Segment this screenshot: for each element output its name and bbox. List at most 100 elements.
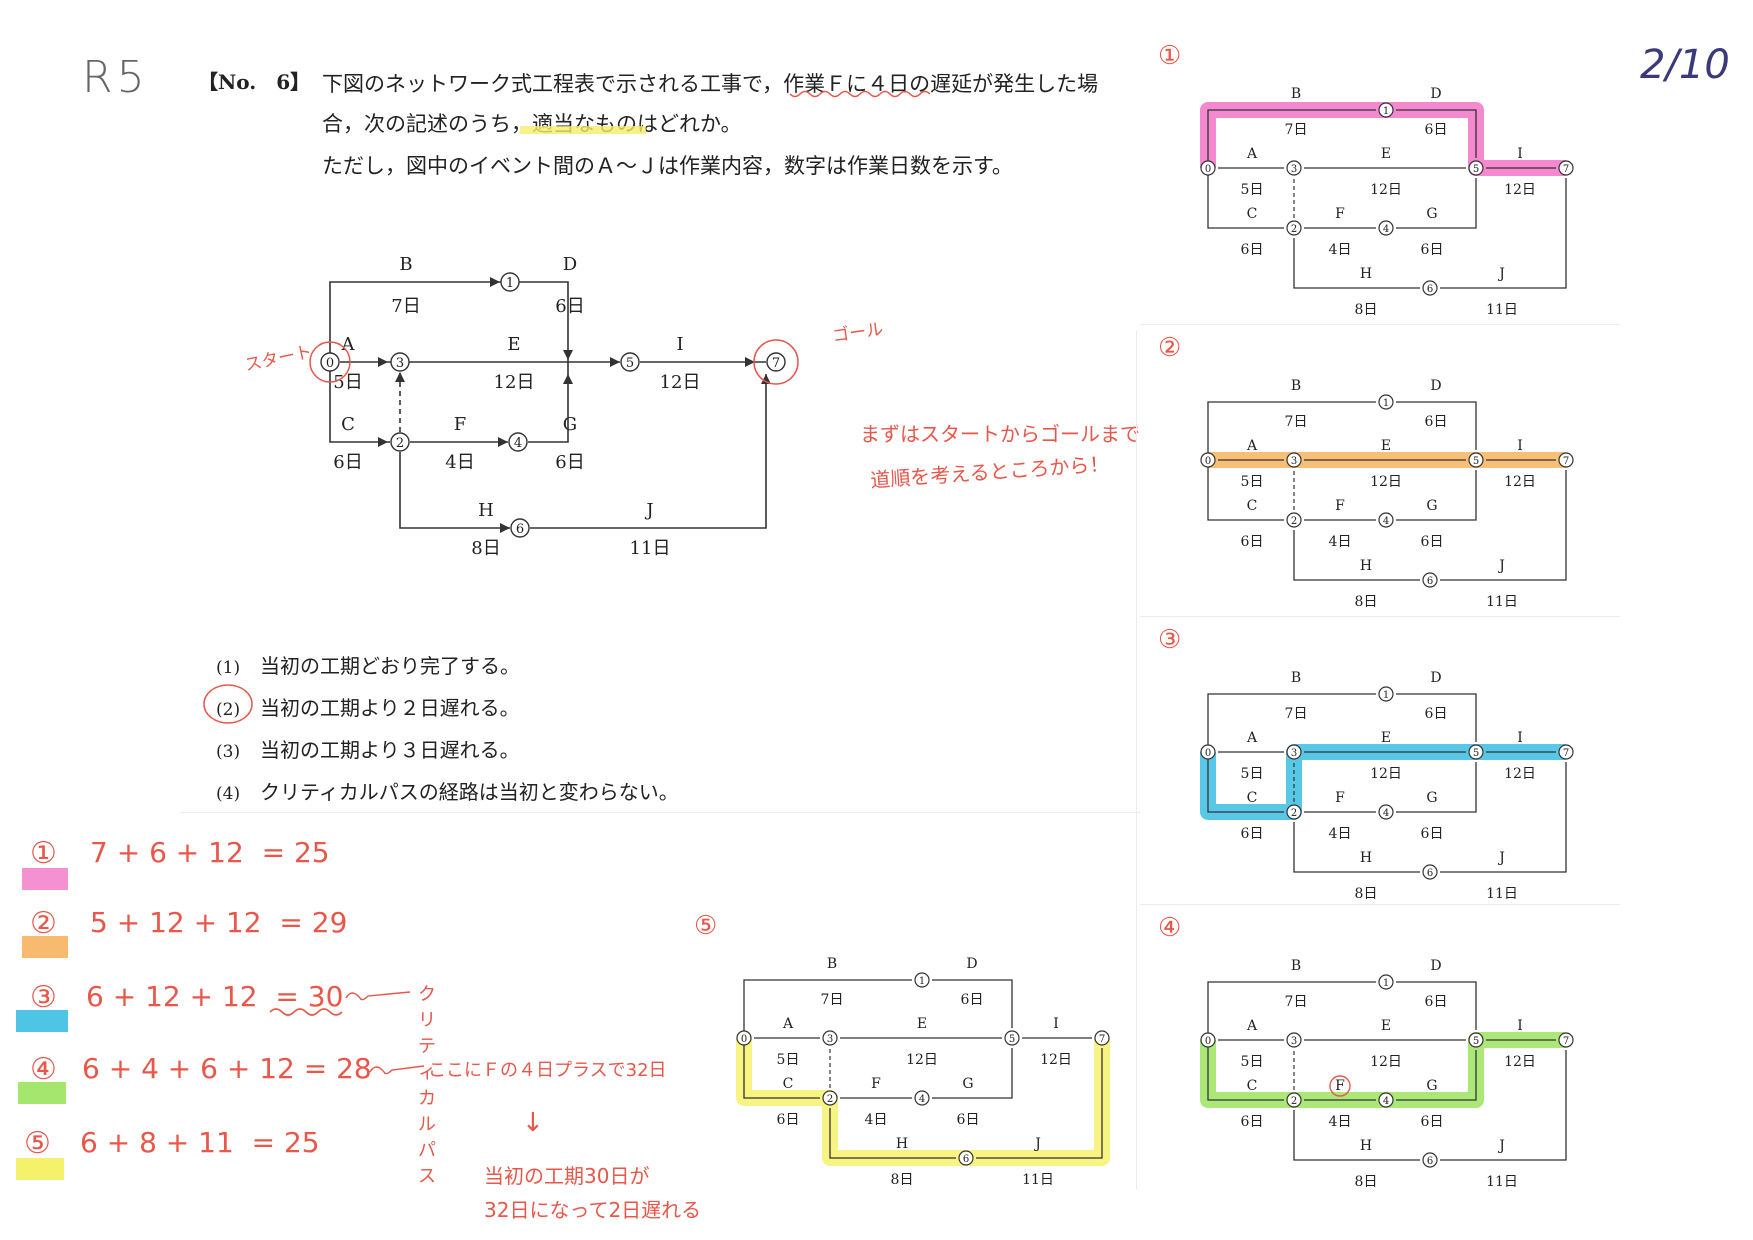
mini-3-node-4: 4 <box>1383 808 1389 819</box>
mini-network-5: ⑤B7日D6日A5日E12日I12日C6日F4日G6日H8日J11日012345… <box>694 911 1110 1186</box>
result-note-line-1: 当初の工期30日が <box>484 1164 650 1188</box>
mini-network-2: ②B7日D6日A5日E12日I12日C6日F4日G6日H8日J11日012345… <box>1158 333 1574 608</box>
mini-2-days-b: 7日 <box>1285 414 1308 430</box>
choice-3-text: 当初の工期より３日遅れる。 <box>260 738 520 762</box>
activity-f: F <box>454 414 467 435</box>
mini-4-node-1: 1 <box>1383 978 1389 989</box>
mini-3-node-5: 5 <box>1473 748 1479 759</box>
mini-4-node-5: 5 <box>1473 1036 1479 1047</box>
mini-3-days-i: 12日 <box>1504 766 1536 782</box>
mini-2-activity-i: I <box>1517 438 1523 454</box>
mini-2-node-circle-1 <box>1378 394 1394 410</box>
mini-4-node-circle-0 <box>1200 1032 1216 1048</box>
mini-4-days-e: 12日 <box>1370 1054 1402 1070</box>
path-card-4 <box>1140 906 1620 1196</box>
mini-4-node-circle-2 <box>1286 1092 1302 1108</box>
mini-5-node-3: 3 <box>827 1034 833 1045</box>
node-6: 6 <box>516 522 524 537</box>
mini-4-activity-d: D <box>1430 958 1441 974</box>
mini-4-days-f: 4日 <box>1329 1114 1352 1130</box>
mini-4-days-j: 11日 <box>1486 1174 1518 1188</box>
mini-4-days-c: 6日 <box>1241 1114 1264 1130</box>
mini-4-days-g: 6日 <box>1421 1114 1444 1130</box>
critical-path-note: クリティカルパス <box>418 984 436 1187</box>
mini-3-edge-5 <box>1207 752 1284 813</box>
mini-2-node-1: 1 <box>1383 398 1389 409</box>
activity-i: I <box>676 334 683 355</box>
mini-5-node-circle-1 <box>914 972 930 988</box>
choice-1: (1) 当初の工期どおり完了する。 <box>216 650 520 679</box>
node-5: 5 <box>626 356 634 371</box>
mini-5-activity-f: F <box>871 1076 881 1092</box>
path-2-highlight <box>22 936 68 958</box>
mini-3-activity-b: B <box>1291 670 1301 686</box>
mini-network-3: ③B7日D6日A5日E12日I12日C6日F4日G6日H8日J11日012345… <box>1158 625 1574 900</box>
mini-1-days-b: 7日 <box>1285 122 1308 138</box>
mini-1-node-circle-1 <box>1378 102 1394 118</box>
mini-2-node-circle-2 <box>1286 512 1302 528</box>
mini-5-days-d: 6日 <box>961 992 984 1008</box>
score-mark: 2/10 <box>1640 42 1730 88</box>
mini-1-node-circle-5 <box>1468 160 1484 176</box>
result-note-line-2: 32日になって2日遅れる <box>484 1198 702 1222</box>
mini-2-node-2: 2 <box>1291 516 1297 527</box>
mini-1-days-e: 12日 <box>1370 182 1402 198</box>
mini-1-node-circle-0 <box>1200 160 1216 176</box>
mini-3-days-a: 5日 <box>1241 766 1264 782</box>
mini-1-node-1: 1 <box>1383 106 1389 117</box>
activity-j: J <box>644 500 653 521</box>
mini-3-activity-i: I <box>1517 730 1523 746</box>
mini-2-node-circle-3 <box>1286 452 1302 468</box>
mini-5-days-j: 11日 <box>1022 1172 1054 1186</box>
mini-1-node-circle-2 <box>1286 220 1302 236</box>
mini-2-edge-5 <box>1207 460 1284 521</box>
mini-4-id: ④ <box>1158 913 1181 943</box>
mini-2-days-g: 6日 <box>1421 534 1444 550</box>
mini-1-days-i: 12日 <box>1504 182 1536 198</box>
activity-b: B <box>399 254 412 275</box>
path-card-1 <box>1140 34 1620 324</box>
mini-3-days-d: 6日 <box>1425 706 1448 722</box>
mini-1-edge-8 <box>1293 238 1420 289</box>
mini-5-edge-9 <box>976 1048 1103 1159</box>
days-j: 11日 <box>630 538 671 559</box>
choice-1-number: (1) <box>216 658 241 678</box>
mini-5-node-circle-4 <box>914 1090 930 1106</box>
connector-scribble-3 <box>345 991 411 1001</box>
mini-1-activity-d: D <box>1430 86 1441 102</box>
path-card-2 <box>1140 326 1620 616</box>
mini-5-days-i: 12日 <box>1040 1052 1072 1068</box>
mini-5-activity-g: G <box>962 1076 973 1092</box>
choice-1-text: 当初の工期どおり完了する。 <box>260 654 520 678</box>
activity-e: E <box>507 334 520 355</box>
node-4: 4 <box>514 436 522 451</box>
mini-1-activity-i: I <box>1517 146 1523 162</box>
mini-2-node-7: 7 <box>1563 456 1569 467</box>
days-h: 8日 <box>471 538 500 559</box>
mini-1-node-4: 4 <box>1383 224 1389 235</box>
card-divider-v <box>1136 330 1137 1190</box>
node-7: 7 <box>772 356 780 371</box>
mini-3-node-0: 0 <box>1205 748 1211 759</box>
guide-note-line-1: まずはスタートからゴールまでの <box>860 422 1160 446</box>
days-f: 4日 <box>445 452 474 473</box>
path-4-highlight <box>18 1082 66 1104</box>
node-2: 2 <box>396 436 404 451</box>
mini-2-activity-a: A <box>1246 438 1258 454</box>
mini-5-activity-h: H <box>896 1136 908 1152</box>
path-1-id: ① <box>30 836 57 871</box>
mini-1-days-c: 6日 <box>1241 242 1264 258</box>
mini-3-activity-d: D <box>1430 670 1441 686</box>
mini-1-node-3: 3 <box>1291 164 1297 175</box>
mini-5-edge-7 <box>932 1048 1013 1099</box>
mini-3-node-6: 6 <box>1427 868 1433 879</box>
mini-1-node-circle-6 <box>1422 280 1438 296</box>
mini-1-days-g: 6日 <box>1421 242 1444 258</box>
activity-h: H <box>478 500 494 521</box>
mini-5-activity-b: B <box>827 956 837 972</box>
question-emphasis <box>520 90 931 134</box>
choice-2-text: 当初の工期より２日遅れる。 <box>260 696 520 720</box>
mini-2-node-5: 5 <box>1473 456 1479 467</box>
mini-3-edge-0 <box>1207 693 1376 752</box>
mini-4-activity-i: I <box>1517 1018 1523 1034</box>
